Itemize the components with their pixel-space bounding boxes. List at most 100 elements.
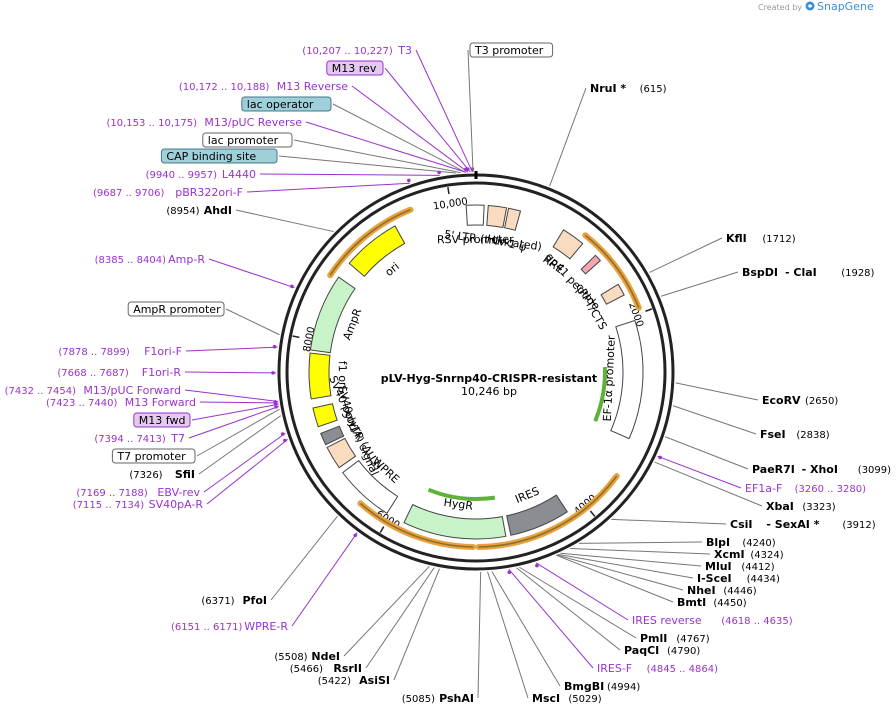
primer-t7[interactable]: T7(7394 .. 7413) [94, 432, 185, 445]
primer-range: (4618 .. 4635) [721, 616, 793, 627]
feature-rre[interactable] [552, 229, 584, 260]
site-csii[interactable]: CsiI- SexAI *(3912) [730, 518, 876, 531]
primer-f1ori-f[interactable]: F1ori-F(7878 .. 7899) [58, 345, 182, 358]
site-asisi[interactable]: AsiSI(5422) [318, 674, 390, 687]
primer-pbr322ori-f[interactable]: pBR322ori-F(9687 .. 9706) [93, 186, 243, 199]
feature-f1-ori[interactable] [308, 352, 332, 400]
site-name: MscI [532, 692, 560, 705]
primer-l4440[interactable]: L4440(9940 .. 9957) [146, 168, 256, 181]
leader-line [332, 103, 466, 173]
feature-box-cap-binding-site[interactable]: CAP binding site [160, 148, 278, 164]
site-pfoi[interactable]: PfoI(6371) [201, 594, 267, 607]
feature-label: RSV promoter [437, 233, 514, 246]
site-blpi[interactable]: BlpI(4240) [706, 536, 776, 549]
site-pshai[interactable]: PshAI(5085) [402, 692, 474, 705]
site-ahdi[interactable]: AhdI(8954) [166, 204, 232, 217]
feature-box-t7-promoter[interactable]: T7 promoter [111, 448, 196, 464]
feature-hygr[interactable] [403, 503, 507, 540]
feature-box-label: lac operator [247, 98, 314, 111]
site-ndei[interactable]: NdeI(5508) [274, 650, 340, 663]
site-xbai[interactable]: XbaI(3323) [766, 500, 836, 513]
feature-label: cPPT/CTS [573, 281, 610, 332]
leader-line [467, 49, 474, 173]
feature-ampr[interactable] [309, 276, 356, 354]
feature-box-t3-promoter[interactable]: T3 promoter [469, 42, 554, 58]
site-kfli[interactable]: KflI(1712) [726, 232, 796, 245]
feature-gp41-peptide[interactable] [580, 254, 602, 275]
primer-wpre-r[interactable]: WPRE-R(6151 .. 6171) [171, 620, 288, 633]
leader-line [415, 49, 473, 173]
leader-line [293, 139, 461, 174]
primer-name: F1ori-R [142, 366, 182, 379]
site-mlui[interactable]: MluI(4412) [705, 560, 775, 573]
primer-m13-reverse[interactable]: M13 Reverse(10,172 .. 10,188) [179, 80, 348, 93]
site-position: (3912) [842, 520, 875, 531]
feature-wpre[interactable] [342, 459, 399, 514]
feature-ef-1-promoter[interactable] [610, 319, 644, 440]
primer-amp-r[interactable]: Amp-R(8385 .. 8404) [95, 253, 206, 266]
site-ecorv[interactable]: EcoRV(2650) [762, 394, 838, 407]
primer-range: (9940 .. 9957) [146, 170, 218, 181]
site-name: MluI [705, 560, 732, 573]
primer-f1ori-r[interactable]: F1ori-R(7668 .. 7687) [57, 366, 181, 379]
site-paer7i[interactable]: PaeR7I- XhoI(3099) [752, 463, 891, 476]
primer-t3[interactable]: T3(10,207 .. 10,227) [302, 44, 412, 57]
site-position: (3099) [858, 465, 891, 476]
feature-label: f1 ori [336, 361, 350, 390]
feature-box-lac-promoter[interactable]: lac promoter [202, 132, 293, 148]
site-xcmi[interactable]: XcmI(4324) [714, 548, 784, 561]
leader-line [657, 455, 742, 489]
leader-line [278, 155, 456, 174]
site-name: BmgBI [564, 680, 604, 693]
site-i-scei[interactable]: I-SceI(4434) [697, 572, 780, 585]
feature-rsv-promoter[interactable] [465, 204, 485, 226]
feature-label: EF-1α promoter [601, 335, 618, 422]
orf-arc-core [478, 475, 618, 548]
feature-box-m13-rev[interactable]: M13 rev [326, 60, 384, 76]
feature-sv40-poly-a-signal[interactable] [320, 425, 345, 446]
feature-box-m13-fwd[interactable]: M13 fwd [133, 412, 191, 428]
feature-sv40-ori[interactable] [312, 403, 338, 428]
site-rsrii[interactable]: RsrII(5466) [290, 662, 362, 675]
primer-ef1a-f[interactable]: EF1a-F(3260 .. 3280) [745, 482, 866, 495]
leader-line [516, 567, 621, 651]
feature-5-ltr-truncated-[interactable] [486, 204, 508, 229]
site-bmgbi[interactable]: BmgBI(4994) [564, 680, 640, 693]
site-pmli[interactable]: PmlI(4767) [640, 632, 710, 645]
site-bmti[interactable]: BmtI(4450) [677, 596, 747, 609]
primer-ebv-rev[interactable]: EBV-rev(7169 .. 7188) [76, 486, 200, 499]
site-paqci[interactable]: PaqCI(4790) [624, 644, 700, 657]
feature-box-ampr-promoter[interactable]: AmpR promoter [127, 301, 225, 317]
site-fsei[interactable]: FseI(2838) [760, 428, 830, 441]
primer-mark [272, 344, 277, 349]
feature-ori[interactable] [348, 225, 406, 278]
primer-range: (4845 .. 4864) [647, 664, 719, 675]
site-bspdi[interactable]: BspDI- ClaI(1928) [742, 266, 875, 279]
site-name: I-SceI [697, 572, 732, 585]
site-msci[interactable]: MscI(5029) [532, 692, 602, 705]
leader-line [259, 173, 440, 176]
primer-ires-reverse[interactable]: IRES reverse(4618 .. 4635) [632, 614, 793, 627]
site-sfii[interactable]: SfiI(7326) [129, 468, 195, 481]
feature-cppt-cts[interactable] [600, 283, 625, 305]
primer-ires-f[interactable]: IRES-F(4845 .. 4864) [597, 662, 718, 675]
primer-m13-puc-forward[interactable]: M13/pUC Forward(7432 .. 7454) [5, 384, 181, 397]
leader-line [508, 568, 594, 669]
primer-m13-puc-reverse[interactable]: M13/pUC Reverse(10,153 .. 10,175) [107, 116, 303, 129]
feature-ires[interactable] [506, 494, 568, 536]
site-name: PmlI [640, 632, 667, 645]
site-position: (4790) [667, 646, 700, 657]
site-nrui-[interactable]: NruI *(615) [590, 82, 667, 95]
feature-hiv-1-[interactable] [504, 207, 522, 231]
primer-sv40pa-r[interactable]: SV40pA-R(7115 .. 7134) [73, 498, 204, 511]
leader-line [246, 182, 410, 193]
site-nhei[interactable]: NheI(4446) [687, 584, 757, 597]
site-name-extra: - XhoI [802, 463, 838, 476]
feature-box-lac-operator[interactable]: lac operator [241, 96, 332, 112]
feature-label: HIV-1 ψ [486, 232, 528, 254]
primer-m13-forward[interactable]: M13 Forward(7423 .. 7440) [46, 396, 196, 409]
feature-3-ltr-u3-[interactable] [326, 437, 357, 469]
site-name: SfiI [175, 468, 195, 481]
primer-range: (7394 .. 7413) [94, 434, 166, 445]
